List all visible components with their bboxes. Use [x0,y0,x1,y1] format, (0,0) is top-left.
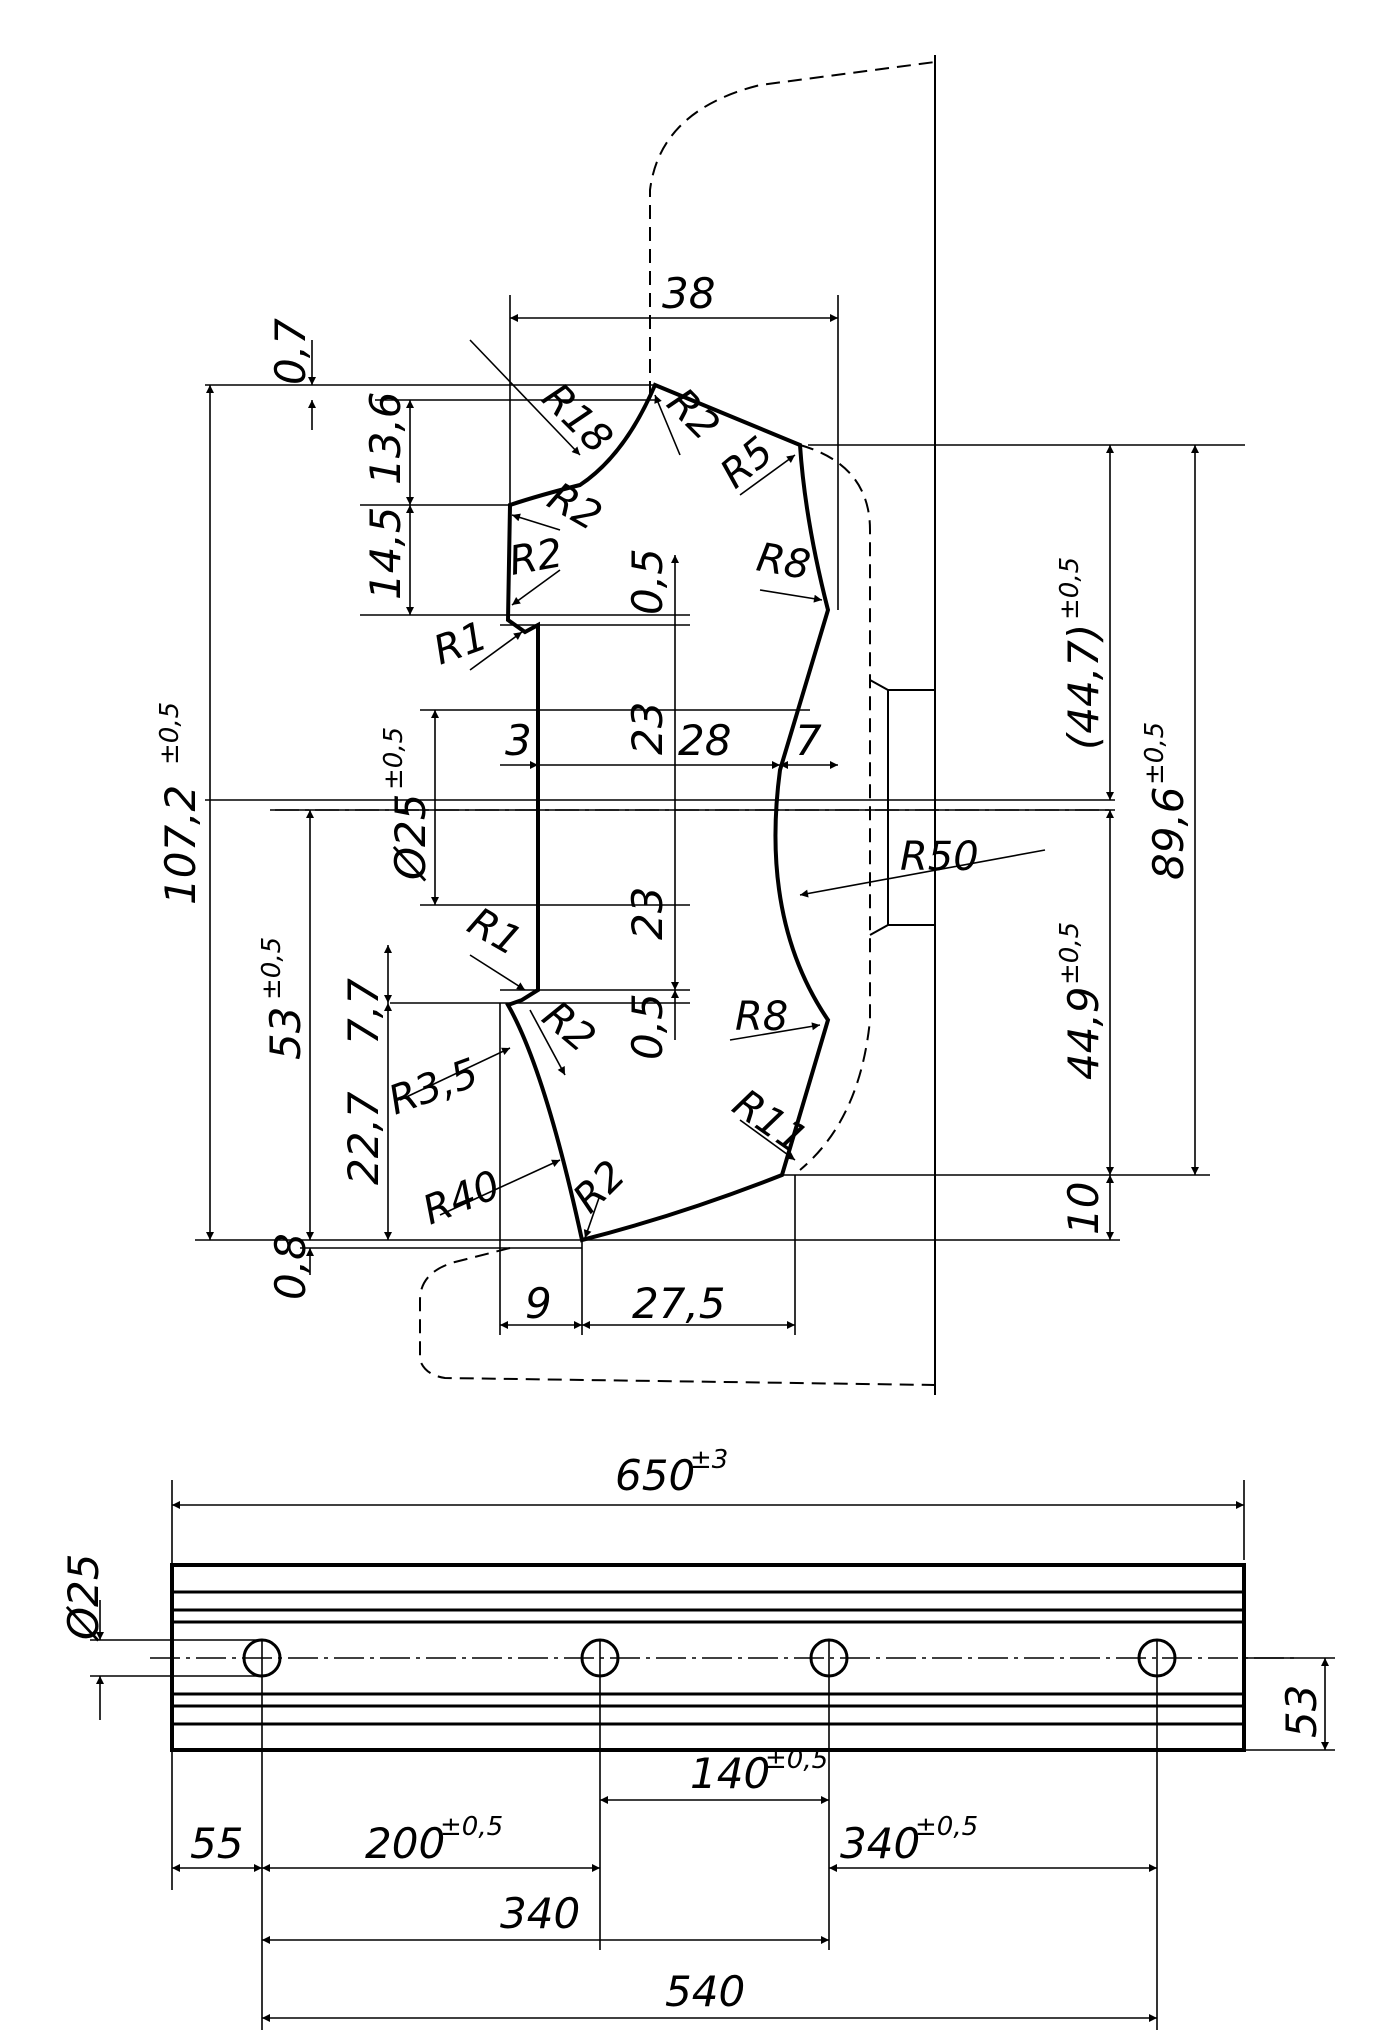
mating-notch [869,679,935,936]
dim-0-7: 0,7 [266,318,315,385]
radius-r1-top: R1 [428,613,494,674]
dim-55: 55 [190,1819,243,1868]
dim-540: 540 [665,1967,745,2016]
dim-200-tol: ±0,5 [440,1812,503,1842]
dim-27-5: 27,5 [632,1279,726,1328]
dim-0-5-bottom: 0,5 [623,993,672,1060]
plan-dimension-lines [96,1501,1329,2022]
radius-r18: R18 [533,375,621,463]
radius-r8-bottom: R8 [735,994,788,1040]
radius-r8-top: R8 [753,535,813,590]
radius-r5: R5 [712,428,782,497]
profile-contour [505,382,831,1243]
dim-140: 140 [690,1749,770,1798]
dim-53-tol: ±0,5 [257,937,287,1000]
radius-r2-left-a: R2 [540,474,609,540]
radius-r2-left-b: R2 [506,530,566,585]
dim-44-9: 44,9 [1059,986,1108,1080]
dim-44-9-tol: ±0,5 [1055,922,1085,985]
dim-7: 7 [795,716,822,765]
dim-53: 53 [261,1007,310,1060]
radius-r50: R50 [900,834,979,880]
dim-0-8: 0,8 [266,1233,315,1300]
radius-r40: R40 [417,1162,507,1234]
dim-plan-hole-dia: Ø25 [59,1553,108,1642]
dim-22-7: 22,7 [339,1091,388,1185]
dim-0-5-top: 0,5 [623,548,672,615]
dimension-lines [206,314,1199,1329]
dim-hole-dia: Ø25 [386,793,435,882]
dim-650: 650 [615,1451,695,1500]
dim-340-a: 340 [840,1819,920,1868]
dim-23-bottom: 23 [623,887,672,940]
radius-r11: R11 [724,1081,815,1164]
dim-44-7: (44,7) [1059,624,1108,750]
dim-23-top: 23 [623,702,672,755]
dim-7-7: 7,7 [339,978,388,1045]
dim-340-a-tol: ±0,5 [915,1812,978,1842]
dim-107-2-tol: ±0,5 [155,702,185,765]
radius-r3-5: R3,5 [383,1050,485,1124]
dim-14-5: 14,5 [361,506,410,600]
dim-340-b: 340 [500,1889,580,1938]
dim-650-tol: ±3 [690,1445,728,1475]
dim-9: 9 [525,1279,552,1328]
dim-107-2: 107,2 [156,785,205,905]
dim-28: 28 [678,716,731,765]
plan-view: 650 ±3 Ø25 53 140 ±0,5 55 200 ±0,5 340 ±… [59,1445,1335,2030]
plan-extension-lines [90,1480,1335,2030]
dim-200: 200 [365,1819,445,1868]
dim-3: 3 [505,716,532,765]
dim-89-6-tol: ±0,5 [1140,722,1170,785]
dim-13-6: 13,6 [361,391,410,485]
dim-140-tol: ±0,5 [765,1745,828,1775]
profile-view: 38 0,7 13,6 14,5 107,2 ±0,5 Ø25 ±0,5 53 … [155,55,1245,1395]
dim-44-7-tol: ±0,5 [1055,557,1085,620]
dim-hole-dia-tol: ±0,5 [379,727,409,790]
dim-38: 38 [662,269,715,318]
dim-10: 10 [1059,1182,1108,1235]
mating-part-outline [419,61,936,1386]
dim-89-6: 89,6 [1144,786,1193,880]
dim-plan-53: 53 [1277,1685,1326,1738]
plan-dimension-texts: 650 ±3 Ø25 53 140 ±0,5 55 200 ±0,5 340 ±… [59,1445,1326,2016]
rail-lines [172,1590,1244,1726]
